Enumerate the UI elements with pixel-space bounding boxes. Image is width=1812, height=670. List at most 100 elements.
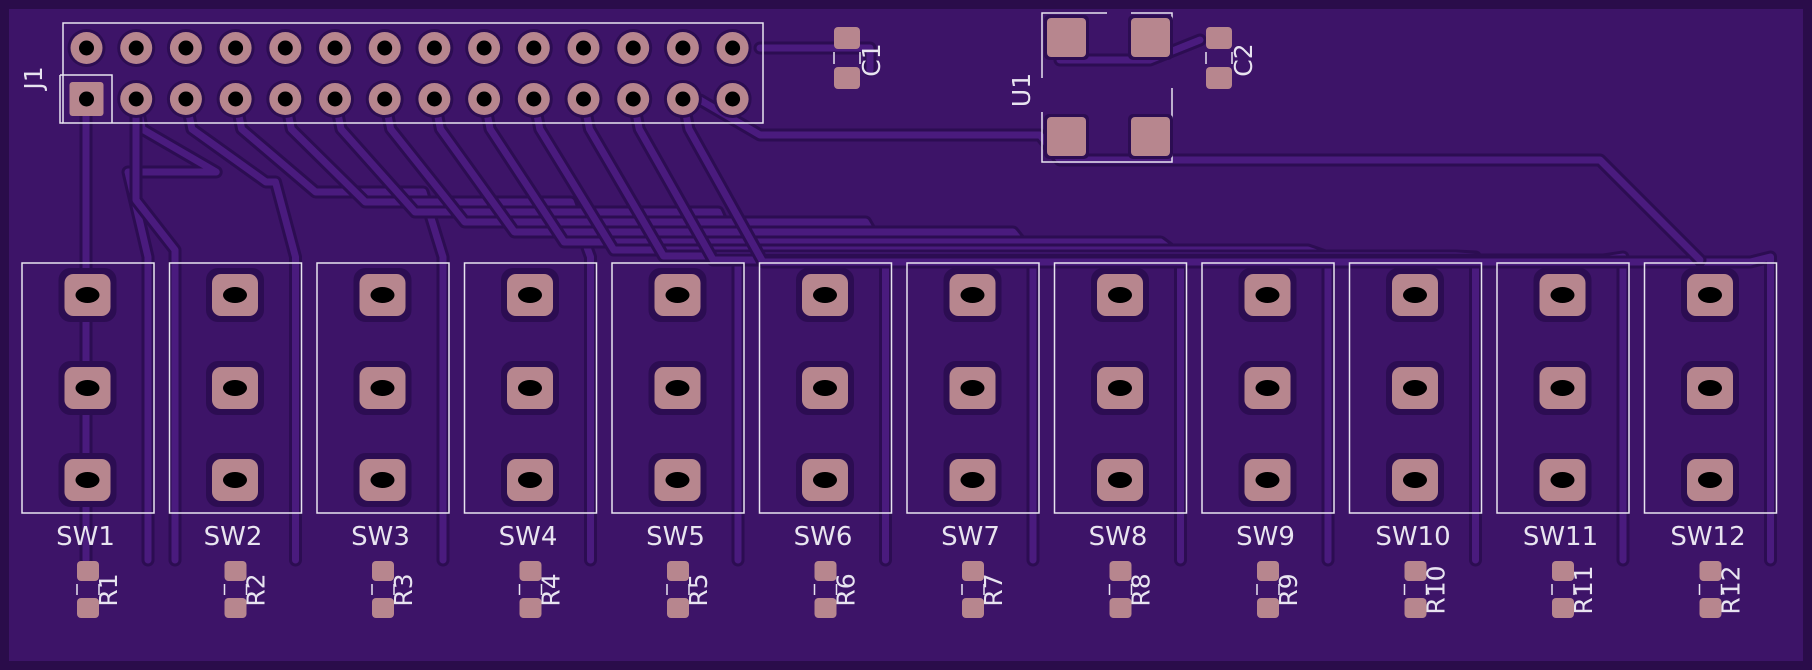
- trace-sw6-core: [381, 95, 889, 564]
- switch-pad-drill: [813, 287, 837, 303]
- switch-pad-drill: [370, 287, 395, 303]
- capacitor-label: C1: [857, 43, 886, 76]
- trace-vcc-left-core: [132, 95, 179, 564]
- switch-pad-drill: [1403, 380, 1427, 396]
- switch-pad-drill: [960, 287, 985, 303]
- header-pin-drill: [277, 40, 293, 56]
- switch-pad-drill: [370, 472, 395, 488]
- ic-pad: [1131, 18, 1170, 57]
- resistor-label: R3: [389, 573, 418, 606]
- switch-pad-drill: [1550, 287, 1575, 303]
- switch-label: SW4: [499, 522, 558, 552]
- resistor-pad: [1552, 561, 1574, 581]
- header-pin-drill: [178, 91, 194, 107]
- header-outline: [62, 22, 764, 124]
- switch-pad-drill: [1108, 287, 1132, 303]
- resistor-pad: [667, 561, 689, 581]
- header-pin-drill: [128, 91, 144, 107]
- capacitor-pad: [834, 67, 860, 89]
- resistor-pad: [814, 598, 837, 618]
- resistor-pad: [1404, 598, 1427, 618]
- switch-outline: [1053, 262, 1188, 514]
- header-pin-drill: [128, 40, 144, 56]
- resistor-label: R6: [832, 573, 861, 606]
- switch-label: SW2: [204, 522, 263, 552]
- switch-pad-drill: [518, 472, 542, 488]
- header-pin-drill: [228, 91, 244, 107]
- header-pin-drill: [178, 40, 194, 56]
- switch-outline: [1643, 262, 1778, 514]
- resistor-pad: [519, 598, 542, 618]
- header-pin-drill: [625, 91, 641, 107]
- switch-pad-drill: [813, 472, 837, 488]
- switch-pad-drill: [370, 380, 395, 396]
- trace-sw2-core: [182, 95, 299, 564]
- resistor-pad: [519, 561, 542, 581]
- capacitor-pad: [1206, 67, 1232, 89]
- resistor-pad: [372, 561, 394, 581]
- resistor-label: R9: [1274, 573, 1303, 606]
- resistor-pad: [1109, 561, 1132, 581]
- switch-pad-drill: [518, 380, 542, 396]
- switch-outline: [611, 262, 745, 514]
- resistor-pad: [77, 561, 99, 581]
- switch-outline: [906, 262, 1040, 514]
- trace-sw8-core: [480, 95, 1184, 564]
- resistor-pad: [1404, 561, 1427, 581]
- switch-pad-drill: [665, 472, 690, 488]
- ic-pad: [1047, 117, 1086, 156]
- resistor-pad: [1257, 598, 1279, 618]
- header-pin-drill: [327, 91, 343, 107]
- switch-label: SW3: [351, 522, 410, 552]
- ic-pad: [1047, 18, 1086, 57]
- switch-pad-drill: [223, 380, 247, 396]
- resistor-pad: [1257, 561, 1279, 581]
- switch-pad-drill: [518, 287, 542, 303]
- resistor-pad: [224, 598, 247, 618]
- resistor-pad: [372, 598, 394, 618]
- header-pin-drill: [675, 91, 691, 107]
- switch-pad-drill: [1698, 380, 1722, 396]
- resistor-label: R10: [1422, 565, 1451, 614]
- switch-pad-drill: [1403, 287, 1427, 303]
- switch-pad-drill: [665, 380, 690, 396]
- switch-label: SW11: [1523, 522, 1598, 552]
- switch-pad-drill: [223, 472, 247, 488]
- connector-label: J1: [19, 66, 48, 91]
- header-pin-drill: [675, 40, 691, 56]
- header-pin-drill: [576, 91, 591, 107]
- trace-sw7-core: [430, 95, 1037, 564]
- copper-pads: [58, 15, 1739, 618]
- switch-label: SW6: [794, 522, 853, 552]
- resistor-pad: [1699, 598, 1722, 618]
- resistor-label: R4: [537, 573, 566, 606]
- switch-outline: [1348, 262, 1483, 514]
- trace-sw5-core: [331, 95, 742, 564]
- switch-pad-drill: [1108, 380, 1132, 396]
- switch-label: SW7: [941, 522, 1000, 552]
- trace-sw3-core: [232, 95, 447, 564]
- switch-pad-drill: [1255, 380, 1280, 396]
- switch-label: SW10: [1375, 522, 1450, 552]
- switch-label: SW8: [1089, 522, 1148, 552]
- header-pin-drill: [79, 40, 94, 56]
- header-pin-drill: [327, 40, 343, 56]
- switch-label: SW12: [1670, 522, 1745, 552]
- header-pin-drill: [377, 40, 393, 56]
- header-pin-drill: [576, 40, 591, 56]
- switch-label: SW1: [56, 522, 115, 552]
- capacitor-pad: [834, 27, 860, 49]
- trace-c1-core: [756, 44, 874, 74]
- resistor-label: R7: [979, 573, 1008, 606]
- switch-outline: [758, 262, 893, 514]
- switch-outline: [316, 262, 450, 514]
- ic-pad: [1131, 117, 1170, 156]
- switch-outline: [1201, 262, 1335, 514]
- pin1-marker: [59, 74, 113, 124]
- switch-pad-drill: [1255, 287, 1280, 303]
- switch-pad-drill: [665, 287, 690, 303]
- header-pin-drill: [625, 40, 641, 56]
